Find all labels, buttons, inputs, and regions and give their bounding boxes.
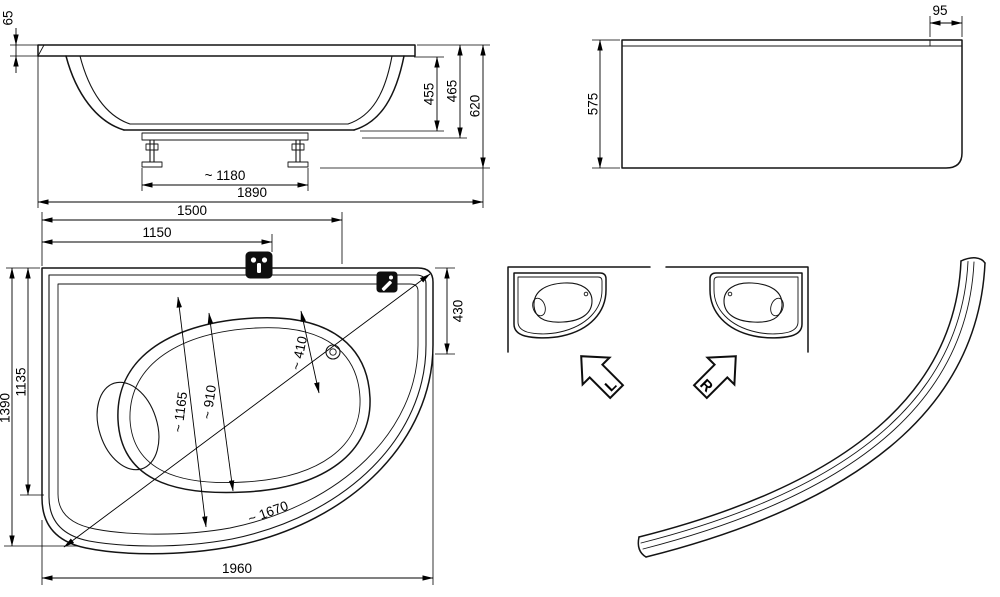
dim-label-455: 455 — [422, 83, 437, 106]
dim-total-length: 1890 — [37, 56, 484, 208]
tub-plan-outline — [41, 267, 434, 555]
tub-basin — [96, 316, 371, 494]
dim-left-depths: 1135 1390 — [0, 267, 78, 547]
dim-heights-right: 455 465 620 — [320, 44, 490, 169]
left-version-tub — [507, 266, 651, 353]
dim-label-620: 620 — [468, 95, 483, 118]
dim-panel-flange: 95 — [929, 3, 963, 37]
right-version-tub — [665, 266, 809, 353]
dim-feet-span: ~ 1180 — [141, 168, 309, 191]
dim-panel-height: 575 — [586, 39, 620, 169]
dim-label-1670: ~ 1670 — [246, 498, 290, 526]
dim-label-1390: 1390 — [0, 393, 13, 423]
tub-side-outline — [37, 44, 416, 141]
jet-circle — [325, 344, 341, 360]
dim-label-95: 95 — [932, 3, 947, 18]
adjustable-feet — [141, 139, 309, 168]
dim-label-1180: ~ 1180 — [205, 168, 246, 183]
panel-outline — [621, 39, 963, 169]
dim-right-430: 430 — [435, 267, 466, 355]
dim-label-430: 430 — [451, 300, 466, 323]
dim-top-1500-1150: 1500 1150 — [41, 203, 343, 266]
curved-apron-panel — [637, 257, 986, 558]
dim-label-1890: 1890 — [237, 185, 267, 200]
front-panel-view: 95 575 — [586, 3, 963, 169]
dim-rim-height: 65 — [1, 10, 38, 73]
dim-diagonal-1670: ~ 1670 — [63, 273, 431, 548]
orientation-diagram: L R — [507, 266, 809, 400]
waste-control-icon — [376, 271, 398, 293]
dim-label-465: 465 — [445, 80, 460, 103]
right-arrow-icon: R — [692, 355, 737, 400]
dim-label-1135: 1135 — [14, 367, 29, 396]
dim-total-width: 1960 — [41, 354, 434, 585]
dim-label-1500: 1500 — [177, 203, 207, 218]
dim-label-910: ~ 910 — [199, 384, 219, 420]
dim-label-1960: 1960 — [222, 561, 252, 576]
dim-label-65: 65 — [1, 10, 16, 25]
plan-view: 1500 1150 430 ~ 410 ~ 910 ~ 1165 1135 — [0, 203, 466, 585]
side-elevation-view: 65 455 465 620 ~ 1180 1890 — [1, 10, 490, 208]
dim-label-1165: ~ 1165 — [170, 391, 190, 433]
headrest-outline — [96, 381, 160, 471]
mixer-icon — [245, 251, 273, 279]
left-arrow-icon: L — [580, 355, 625, 400]
dim-label-1150: 1150 — [142, 225, 171, 240]
dim-label-575: 575 — [586, 93, 601, 116]
